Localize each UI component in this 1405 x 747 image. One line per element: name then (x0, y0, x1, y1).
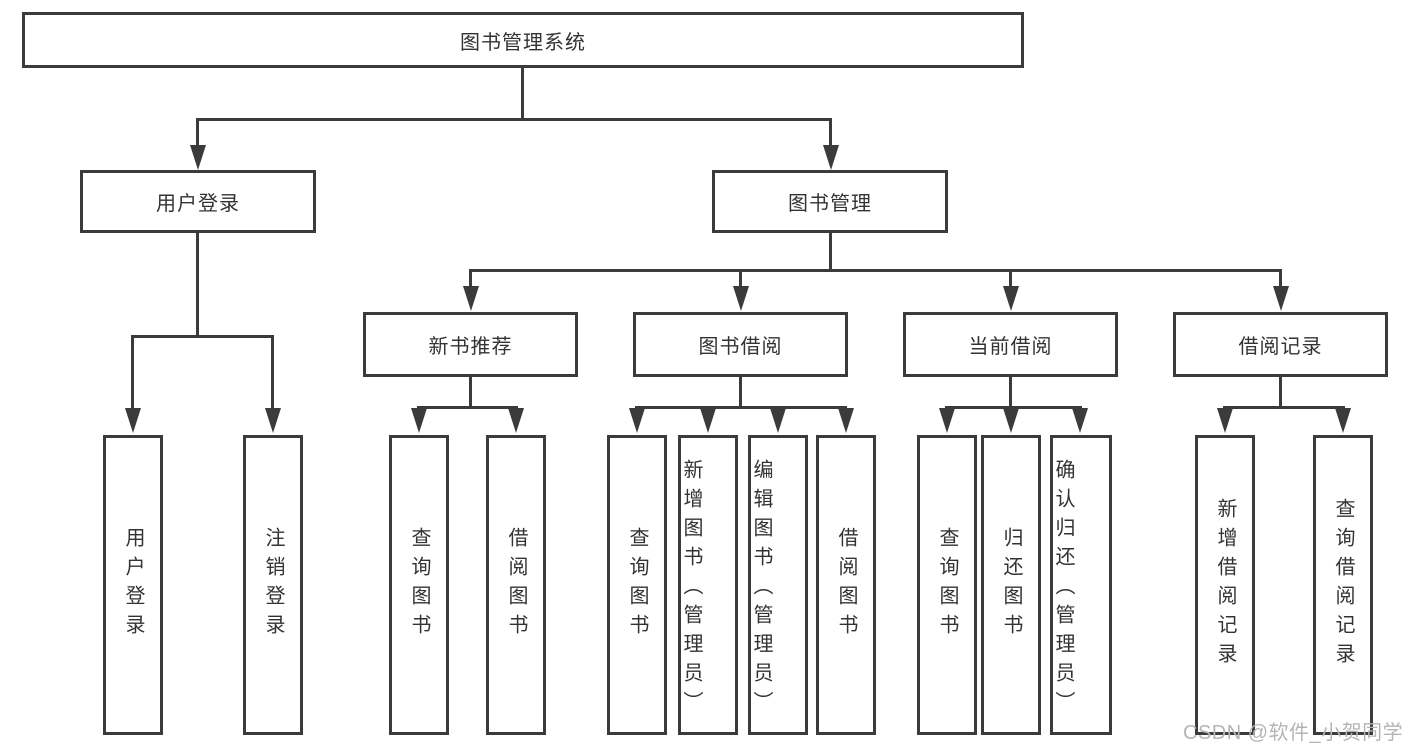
connector-line (131, 335, 274, 338)
node-label: 图书管理系统 (460, 31, 586, 54)
connector-line (945, 406, 1082, 409)
leaf-bb-edit-books-admin: 编辑图书（管理员） (748, 435, 808, 735)
arrowhead-down-icon (700, 408, 716, 433)
connector-line (1009, 377, 1012, 409)
arrowhead-down-icon (770, 408, 786, 433)
node-label: 图书借阅 (698, 336, 783, 358)
node-label: 查询图书 (936, 527, 958, 643)
node-current-borrowing: 当前借阅 (903, 312, 1118, 377)
arrowhead-down-icon (1003, 408, 1019, 433)
node-root: 图书管理系统 (22, 12, 1024, 68)
node-label: 借阅图书 (835, 527, 857, 643)
node-label: 查询图书 (408, 527, 430, 643)
node-label: 编辑图书（管理员） (750, 458, 772, 720)
arrowhead-down-icon (823, 145, 839, 170)
node-label: 新增借阅记录 (1214, 498, 1236, 672)
node-new-book-recommend: 新书推荐 (363, 312, 578, 377)
connector-line (469, 269, 472, 289)
leaf-br-query-record: 查询借阅记录 (1313, 435, 1373, 735)
node-label: 借阅记录 (1238, 336, 1323, 358)
connector-line (829, 233, 832, 272)
arrowhead-down-icon (1072, 408, 1088, 433)
connector-line (196, 233, 199, 338)
node-label: 归还图书 (1000, 527, 1022, 643)
connector-line (521, 68, 524, 121)
arrowhead-down-icon (1217, 408, 1233, 433)
node-user-login: 用户登录 (80, 170, 316, 233)
arrowhead-down-icon (629, 408, 645, 433)
leaf-nb-borrow-books: 借阅图书 (486, 435, 546, 735)
arrowhead-down-icon (1335, 408, 1351, 433)
leaf-br-add-record: 新增借阅记录 (1195, 435, 1255, 735)
arrowhead-down-icon (190, 145, 206, 170)
watermark: CSDN @软件_小贺同学 (1183, 722, 1404, 744)
connector-line (1009, 269, 1012, 289)
leaf-logout: 注销登录 (243, 435, 303, 735)
node-book-borrowing: 图书借阅 (633, 312, 848, 377)
arrowhead-down-icon (733, 286, 749, 311)
arrowhead-down-icon (125, 408, 141, 433)
connector-line (829, 118, 832, 148)
arrowhead-down-icon (411, 408, 427, 433)
leaf-bb-query-books: 查询图书 (607, 435, 667, 735)
node-borrowing-records: 借阅记录 (1173, 312, 1388, 377)
node-label: 注销登录 (262, 527, 284, 643)
leaf-user-login: 用户登录 (103, 435, 163, 735)
node-label: 图书管理 (788, 193, 872, 215)
node-book-management: 图书管理 (712, 170, 948, 233)
node-label: 新书推荐 (428, 336, 513, 358)
arrowhead-down-icon (508, 408, 524, 433)
connector-line (1279, 377, 1282, 409)
leaf-cb-query-books: 查询图书 (917, 435, 977, 735)
arrowhead-down-icon (838, 408, 854, 433)
node-label: 当前借阅 (968, 336, 1053, 358)
arrowhead-down-icon (1273, 286, 1289, 311)
node-label: 新增图书（管理员） (680, 458, 702, 720)
leaf-cb-confirm-return-admin: 确认归还（管理员） (1050, 435, 1112, 735)
node-label: 借阅图书 (505, 527, 527, 643)
leaf-bb-add-books-admin: 新增图书（管理员） (678, 435, 738, 735)
connector-line (417, 406, 518, 409)
node-label: 查询借阅记录 (1332, 498, 1354, 672)
connector-line (1223, 406, 1345, 409)
connector-line (1279, 269, 1282, 289)
leaf-bb-borrow-books: 借阅图书 (816, 435, 876, 735)
leaf-nb-query-books: 查询图书 (389, 435, 449, 735)
arrowhead-down-icon (265, 408, 281, 433)
connector-line (739, 377, 742, 409)
node-label: 查询图书 (626, 527, 648, 643)
connector-line (739, 269, 742, 289)
connector-line (196, 118, 199, 148)
node-label: 用户登录 (122, 527, 144, 643)
node-label: 确认归还（管理员） (1052, 458, 1074, 720)
node-label: 用户登录 (156, 193, 240, 215)
arrowhead-down-icon (463, 286, 479, 311)
connector-line (131, 335, 134, 410)
connector-line (469, 269, 1281, 272)
arrowhead-down-icon (1003, 286, 1019, 311)
arrowhead-down-icon (939, 408, 955, 433)
connector-line (271, 335, 274, 410)
leaf-cb-return-books: 归还图书 (981, 435, 1041, 735)
connector-line (635, 406, 847, 409)
connector-line (196, 118, 832, 121)
connector-line (469, 377, 472, 409)
